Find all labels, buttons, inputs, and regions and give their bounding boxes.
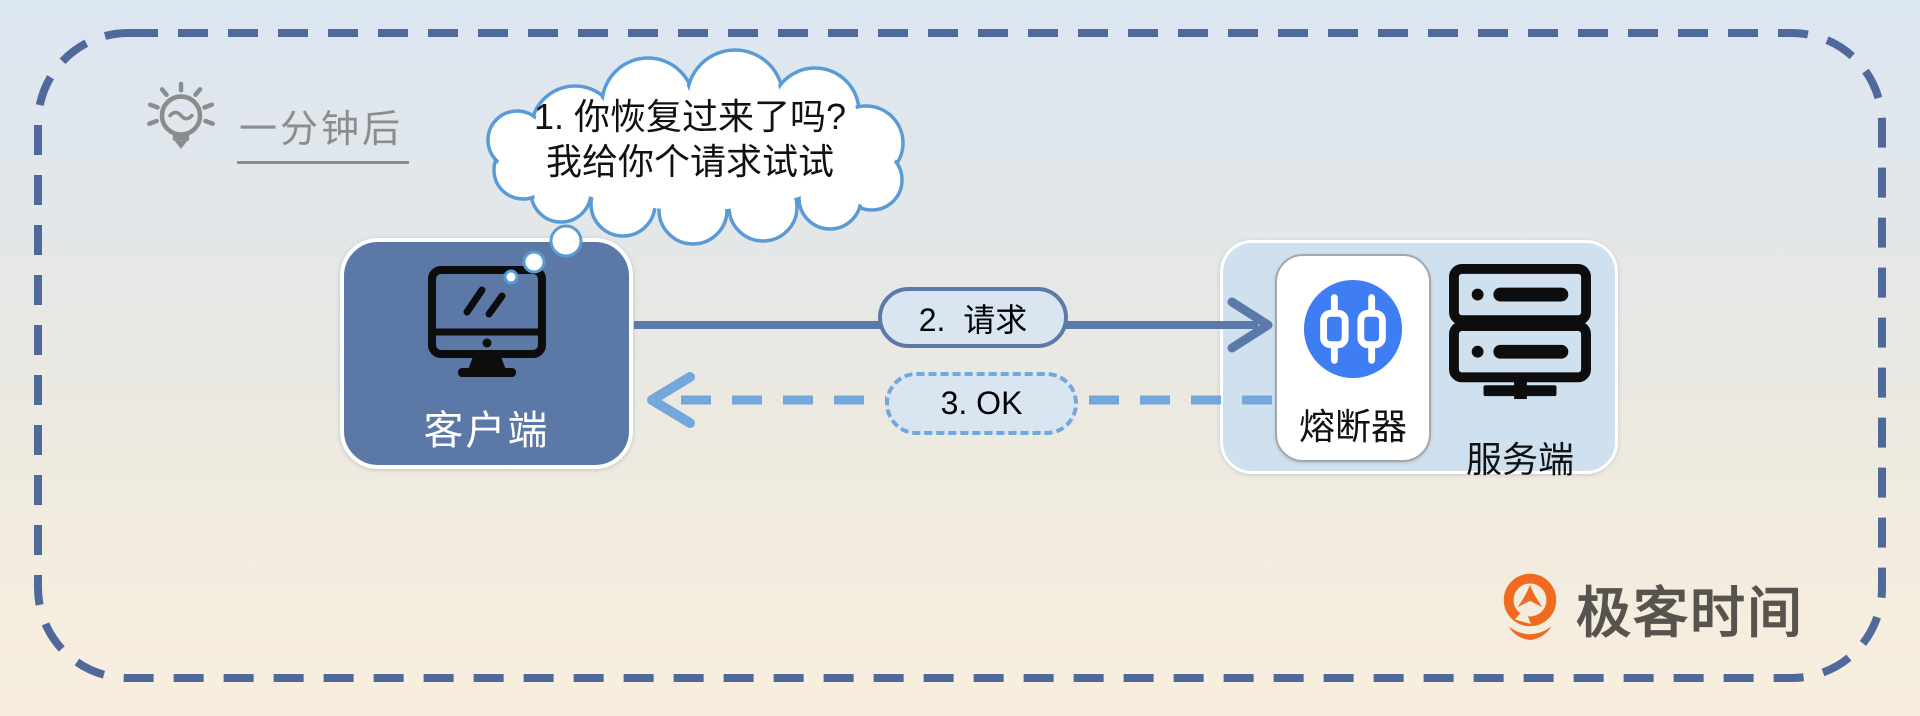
time-hint: 一分钟后 [143,78,410,164]
time-hint-label: 一分钟后 [237,98,410,164]
response-arrow-label: 3. OK [885,372,1078,435]
request-label-text: 2. 请求 [918,301,1028,338]
circuit-breaker-card: 熔断器 [1275,254,1431,462]
response-label-text: 3. OK [940,385,1023,421]
client-node: 客户端 [340,238,633,469]
circuit-breaker-label: 熔断器 [1298,406,1407,447]
request-arrow-label: 2. 请求 [878,287,1068,348]
geektime-icon [1503,573,1557,640]
server: 服务端 [1435,263,1605,480]
client-label: 客户端 [423,409,550,453]
lightbulb-icon [147,81,215,150]
monitor-icon [427,266,546,377]
circuit-breaker-icon [1303,279,1403,379]
thought-text-line2: 我给你个请求试试 [545,141,834,182]
geektime-logo: 极客时间 [1498,568,1804,648]
geektime-wordmark: 极客时间 [1576,582,1805,644]
server-label: 服务端 [1465,439,1574,480]
thought-text: 1. 你恢复过来了吗? 我给你个请求试试 [495,94,885,184]
service-node: 熔断器 服务端 [1220,240,1618,480]
thought-text-line1: 1. 你恢复过来了吗? [533,96,847,137]
server-icon [1449,263,1591,400]
